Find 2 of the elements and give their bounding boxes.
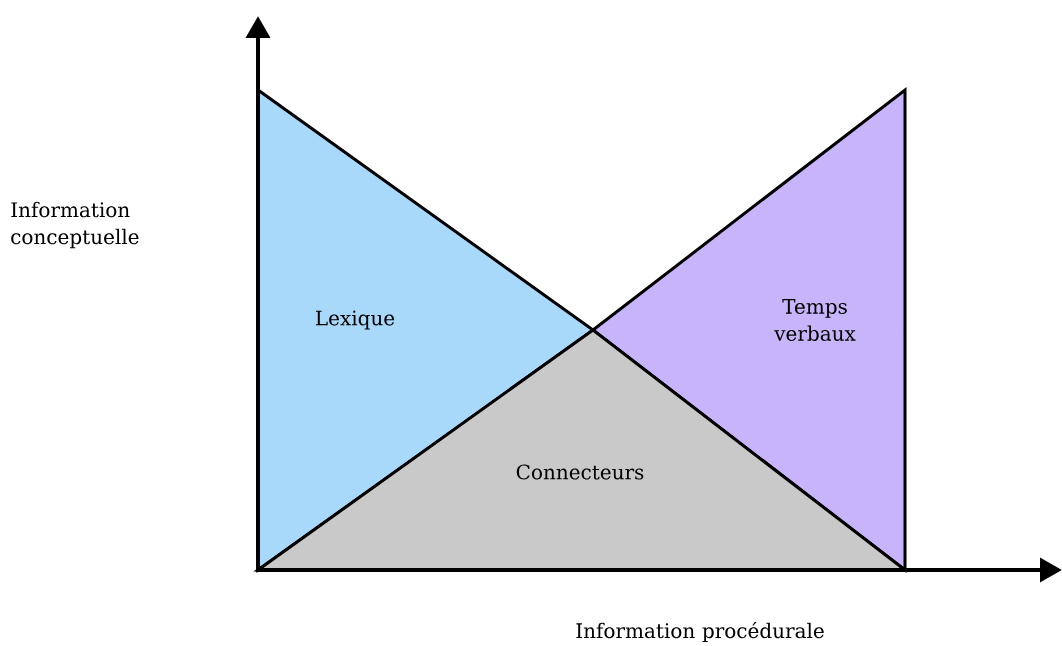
axis-label: Information procédurale	[576, 621, 824, 643]
axis-label: Information conceptuelle	[11, 201, 139, 249]
